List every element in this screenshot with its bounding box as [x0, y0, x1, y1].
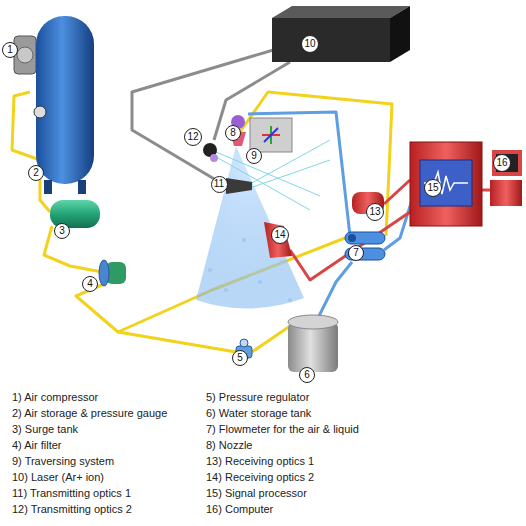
callout-number: 15	[427, 183, 438, 193]
key-entry: 9) Traversing system	[12, 455, 114, 468]
key-entry: 14) Receiving optics 2	[206, 471, 314, 484]
callout-circle: 15	[424, 179, 442, 197]
key-entry: 12) Transmitting optics 2	[12, 503, 132, 516]
callout-number: 5	[237, 353, 243, 363]
key-entry: 5) Pressure regulator	[206, 391, 309, 404]
callout-circle: 6	[299, 367, 315, 383]
key-entry: 11) Transmitting optics 1	[12, 487, 131, 500]
callout-circle: 4	[82, 276, 98, 292]
key-entry: 6) Water storage tank	[206, 407, 311, 420]
key-entry: 2) Air storage & pressure gauge	[12, 407, 167, 420]
callout-circle: 3	[54, 223, 70, 239]
callout-number: 14	[274, 230, 285, 240]
callout-number: 6	[304, 370, 310, 380]
callout-number: 2	[33, 168, 39, 178]
callout-circle: 7	[348, 245, 364, 261]
callout-number: 11	[214, 179, 224, 189]
callout-circle: 13	[366, 203, 384, 221]
callout-number: 12	[187, 132, 198, 142]
callout-number: 7	[353, 248, 359, 258]
callout-circle: 2	[28, 165, 44, 181]
key-entry: 3) Surge tank	[12, 423, 78, 436]
callout-circle: 12	[184, 128, 202, 146]
callout-circle: 8	[225, 125, 241, 141]
callout-number: 13	[369, 207, 380, 217]
callout-number: 16	[496, 158, 507, 168]
key-entry: 10) Laser (Ar+ ion)	[12, 471, 104, 484]
callout-number: 4	[87, 279, 93, 289]
callout-number: 3	[59, 226, 65, 236]
key-entry: 16) Computer	[206, 503, 273, 516]
key-entry: 8) Nozzle	[206, 439, 252, 452]
callout-circle: 11	[211, 176, 228, 193]
callout-circle: 10	[301, 35, 319, 53]
key-entry: 13) Receiving optics 1	[206, 455, 314, 468]
callout-circle: 14	[271, 226, 289, 244]
key-entry: 15) Signal processor	[206, 487, 307, 500]
callout-circle: 16	[493, 154, 511, 172]
callout-circle: 9	[246, 148, 262, 164]
key-entry: 7) Flowmeter for the air & liquid	[206, 423, 359, 436]
callout-circle: 1	[2, 42, 18, 58]
key-entry: 1) Air compressor	[12, 391, 98, 404]
key-entry: 4) Air filter	[12, 439, 62, 452]
callout-number: 9	[251, 151, 257, 161]
callout-number: 8	[230, 128, 236, 138]
callout-circle: 5	[232, 350, 248, 366]
callout-number: 1	[7, 45, 13, 55]
callout-number: 10	[304, 39, 315, 49]
